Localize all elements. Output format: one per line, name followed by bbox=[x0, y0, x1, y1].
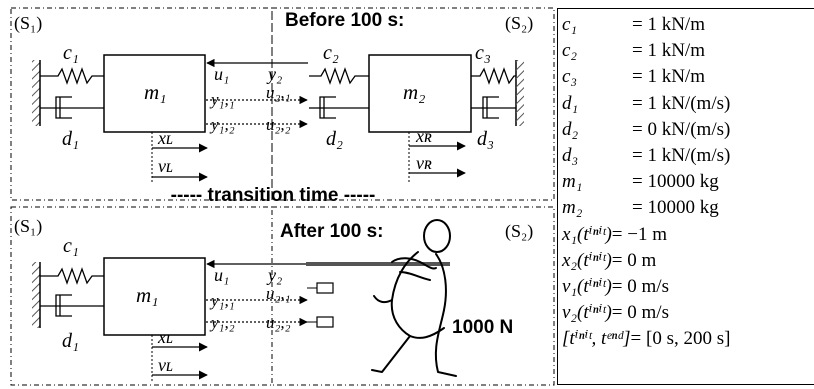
d3-label-top: d₃ bbox=[477, 128, 494, 150]
parameter-symbol: d₁ bbox=[562, 92, 579, 114]
damper-d1-bottom bbox=[40, 294, 104, 317]
y12-label-bottom: y₁,₂ bbox=[209, 313, 235, 332]
s2-label-bottom: (S₂) bbox=[505, 221, 533, 242]
mass-m1-bottom bbox=[103, 257, 206, 336]
parameter-row: v₂(tⁱⁿⁱᵗ) = 0 m/s bbox=[562, 300, 814, 326]
parameter-value: = 10000 kg bbox=[632, 171, 719, 193]
after-label: After 100 s: bbox=[280, 221, 384, 242]
y2-label-bottom: y₂ bbox=[266, 265, 282, 285]
u21-label-bottom: u₂,₁ bbox=[266, 284, 291, 303]
parameter-symbol: v₂(tⁱⁿⁱᵗ) bbox=[562, 302, 612, 324]
y11-label-bottom: y₁,₁ bbox=[209, 291, 235, 310]
parameter-value: = 1 kN/m bbox=[632, 14, 705, 35]
m1-label-top: m₁ bbox=[144, 80, 166, 104]
parameter-row: x₂(tⁱⁿⁱᵗ) = 0 m bbox=[562, 248, 814, 274]
d2-label-top: d₂ bbox=[326, 128, 343, 150]
y2-label-top: y₂ bbox=[266, 64, 282, 84]
xR-label-top: xʀ bbox=[415, 126, 432, 146]
u22-label-bottom: u₂,₂ bbox=[266, 313, 291, 332]
parameter-row: d₁ = 1 kN/(m/s) bbox=[562, 91, 814, 117]
parameter-row: d₂ = 0 kN/(m/s) bbox=[562, 117, 814, 143]
parameter-row: x₁(tⁱⁿⁱᵗ) = −1 m bbox=[562, 222, 814, 248]
parameter-symbol: d₃ bbox=[562, 144, 579, 166]
parameter-value: = 0 m/s bbox=[611, 302, 669, 324]
vL-label-top: vʟ bbox=[158, 156, 173, 176]
parameter-value: = 0 m/s bbox=[611, 275, 669, 297]
parameter-value: = 1 kN/(m/s) bbox=[632, 92, 731, 114]
parameter-row: m₁ = 10000 kg bbox=[562, 169, 814, 195]
spring-c3-top bbox=[471, 67, 516, 85]
parameter-value: = 0 kN/(m/s) bbox=[632, 118, 731, 140]
parameter-row: c₃ = 1 kN/m bbox=[562, 64, 814, 90]
xL-label-bottom: xʟ bbox=[157, 327, 173, 347]
parameter-value: = [0 s, 200 s] bbox=[630, 328, 731, 350]
xL-label-top: xʟ bbox=[157, 128, 173, 148]
parameter-value: = 0 m bbox=[611, 249, 657, 271]
right-wall-top bbox=[516, 60, 524, 126]
spring-c2-top bbox=[309, 67, 369, 85]
spring-c1-top bbox=[40, 67, 104, 85]
frame-s2-top bbox=[271, 7, 555, 201]
parameter-row: c₁ = 1 kN/m bbox=[562, 12, 814, 38]
mass-m2-top bbox=[368, 54, 472, 133]
transition-label: ----- transition time ----- bbox=[171, 185, 376, 206]
parameter-value: = 1 kN/m bbox=[632, 40, 705, 62]
c1-label-bottom: c₁ bbox=[63, 235, 79, 257]
force-label: 1000 N bbox=[452, 317, 513, 338]
left-wall-top bbox=[32, 60, 40, 126]
c1-label-top: c₁ bbox=[63, 42, 79, 64]
s2-label-top: (S₂) bbox=[505, 13, 533, 34]
parameter-row: m₂ = 10000 kg bbox=[562, 195, 814, 221]
u1-label-bottom: u₁ bbox=[214, 265, 229, 285]
parameter-value: = 10000 kg bbox=[632, 197, 719, 219]
y11-label-top: y₁,₁ bbox=[209, 90, 235, 109]
frame-s2-bottom bbox=[271, 206, 555, 386]
spring-c1-bottom bbox=[40, 267, 104, 285]
damper-d3-top bbox=[471, 96, 516, 119]
parameter-table: c₁ = 1 kN/m c₂ = 1 kN/m c₃ = 1 kN/m d₁ = 1 kN/(… bbox=[557, 8, 814, 385]
before-label: Before 100 s: bbox=[285, 10, 404, 31]
s1-label-top: (S₁) bbox=[14, 13, 42, 34]
damper-d1-top bbox=[40, 96, 104, 119]
mass-m1-top bbox=[103, 54, 206, 133]
parameter-symbol: v₁(tⁱⁿⁱᵗ) bbox=[562, 275, 612, 297]
parameter-symbol: x₁(tⁱⁿⁱᵗ) bbox=[562, 223, 612, 245]
parameter-symbol: m₁ bbox=[562, 171, 583, 193]
parameter-row: [tⁱⁿⁱᵗ, tᵉⁿᵈ] = [0 s, 200 s] bbox=[562, 326, 814, 352]
y12-label-top: y₁,₂ bbox=[209, 115, 235, 134]
parameter-symbol: c₁ bbox=[562, 14, 578, 35]
rope bbox=[306, 262, 450, 328]
left-wall-bottom bbox=[32, 262, 40, 328]
d1-label-bottom: d₁ bbox=[62, 330, 79, 352]
parameter-symbol: m₂ bbox=[562, 197, 583, 219]
damper-d2-top bbox=[309, 96, 369, 119]
pulling-person-icon bbox=[371, 219, 457, 377]
parameter-row: v₁(tⁱⁿⁱᵗ) = 0 m/s bbox=[562, 274, 814, 300]
coupled-mass-diagram: (S₁) (S₂) (S₁) (S₂) Before 100 s: After … bbox=[10, 7, 555, 386]
u22-label-top: u₂,₂ bbox=[266, 115, 291, 134]
parameter-symbol: [tⁱⁿⁱᵗ, tᵉⁿᵈ] bbox=[562, 328, 631, 350]
c2-label-top: c₂ bbox=[323, 42, 339, 64]
parameter-symbol: c₃ bbox=[562, 66, 578, 88]
parameter-symbol: c₂ bbox=[562, 40, 578, 62]
c3-label-top: c₃ bbox=[475, 42, 491, 64]
parameter-symbol: x₂(tⁱⁿⁱᵗ) bbox=[562, 249, 612, 271]
parameter-symbol: d₂ bbox=[562, 118, 579, 140]
vR-label-top: vʀ bbox=[416, 153, 432, 173]
parameter-value: = −1 m bbox=[611, 223, 668, 245]
parameter-row: c₂ = 1 kN/m bbox=[562, 38, 814, 64]
m1-label-bottom: m₁ bbox=[136, 283, 158, 307]
parameter-row: d₃ = 1 kN/(m/s) bbox=[562, 143, 814, 169]
u1-label-top: u₁ bbox=[214, 64, 229, 84]
s1-label-bottom: (S₁) bbox=[14, 216, 42, 237]
vL-label-bottom: vʟ bbox=[158, 355, 173, 375]
m2-label-top: m₂ bbox=[403, 80, 425, 104]
u21-label-top: u₂,₁ bbox=[266, 83, 291, 102]
parameter-value: = 1 kN/m bbox=[632, 66, 705, 88]
d1-label-top: d₁ bbox=[62, 128, 79, 150]
parameter-value: = 1 kN/(m/s) bbox=[632, 144, 731, 166]
